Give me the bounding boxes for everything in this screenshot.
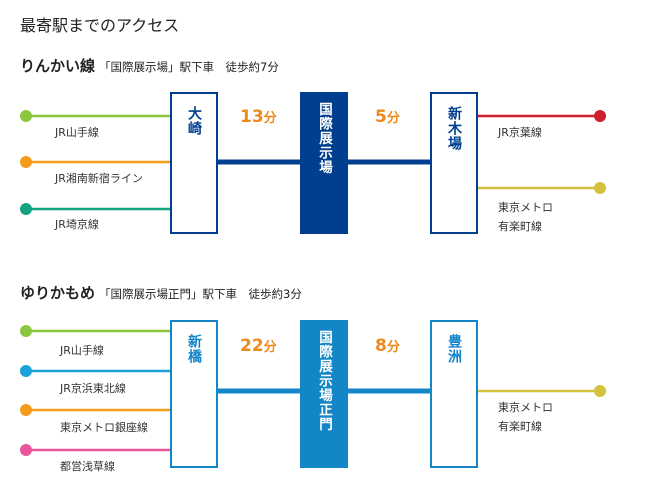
- route-title-rinkai: りんかい線「国際展示場」駅下車 徒歩約7分: [20, 55, 279, 76]
- route-name: りんかい線: [20, 57, 96, 75]
- transfer-line-endpoint: [20, 156, 32, 168]
- station-name: 大崎: [186, 106, 202, 136]
- transfer-line-endpoint: [20, 203, 32, 215]
- transfer-line-endpoint: [20, 110, 32, 122]
- route-name: ゆりかもめ: [20, 284, 96, 302]
- line-label: 東京メトロ 有楽町線: [498, 201, 553, 233]
- station-name: 新木場: [446, 106, 462, 151]
- line-label: JR埼京線: [55, 218, 99, 231]
- transfer-line-endpoint: [20, 444, 32, 456]
- travel-time-osaki: 13分: [240, 107, 277, 127]
- line-label: 東京メトロ 有楽町線: [498, 401, 553, 433]
- transfer-line-endpoint: [20, 325, 32, 337]
- destination-name: 国際展示場正門: [316, 330, 332, 432]
- line-label: JR京浜東北線: [60, 382, 126, 395]
- route-title-yurikamome: ゆりかもめ「国際展示場正門」駅下車 徒歩約3分: [20, 282, 302, 303]
- transfer-line-endpoint: [20, 365, 32, 377]
- destination-kokusai-tenjijo-seimon[interactable]: 国際展示場正門: [300, 320, 348, 468]
- line-label: 東京メトロ銀座線: [60, 421, 148, 434]
- station-osaki[interactable]: 大崎: [170, 92, 218, 234]
- line-label: JR山手線: [55, 126, 99, 139]
- transfer-line-endpoint: [594, 182, 606, 194]
- station-name: 新橋: [186, 334, 202, 364]
- travel-time-toyosu: 8分: [375, 336, 400, 356]
- travel-time-shimbashi: 22分: [240, 336, 277, 356]
- transfer-line-endpoint: [20, 404, 32, 416]
- route-subtitle: 「国際展示場」駅下車 徒歩約7分: [99, 60, 279, 74]
- transfer-line-endpoint: [594, 110, 606, 122]
- line-label: JR京葉線: [498, 126, 542, 139]
- destination-name: 国際展示場: [316, 102, 332, 175]
- page-title: 最寄駅までのアクセス: [20, 16, 180, 35]
- line-label: JR湘南新宿ライン: [55, 172, 143, 185]
- station-shin-kiba[interactable]: 新木場: [430, 92, 478, 234]
- station-shimbashi[interactable]: 新橋: [170, 320, 218, 468]
- route-subtitle: 「国際展示場正門」駅下車 徒歩約3分: [99, 287, 302, 301]
- line-label: JR山手線: [60, 344, 104, 357]
- travel-time-shin-kiba: 5分: [375, 107, 400, 127]
- station-name: 豊洲: [446, 334, 462, 364]
- station-toyosu[interactable]: 豊洲: [430, 320, 478, 468]
- transfer-line-endpoint: [594, 385, 606, 397]
- line-label: 都営浅草線: [60, 460, 115, 473]
- destination-kokusai-tenjijo[interactable]: 国際展示場: [300, 92, 348, 234]
